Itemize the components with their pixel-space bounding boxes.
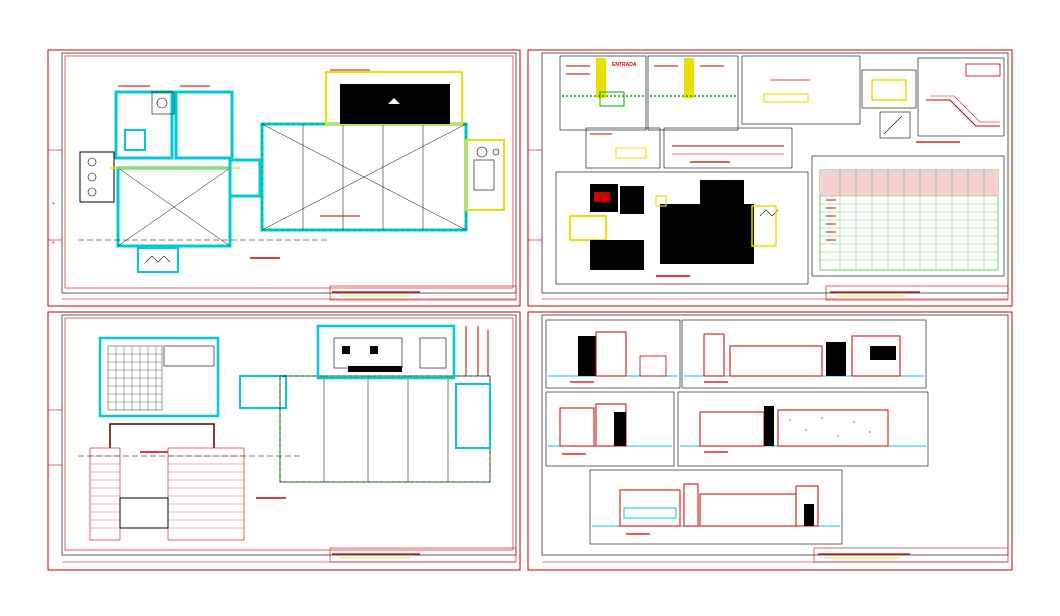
sheet-details: ENTRADA	[527, 49, 1013, 307]
sheet-first-floor-plan	[47, 311, 521, 571]
sheet-elevations	[527, 311, 1013, 571]
svg-text:+: +	[52, 201, 55, 207]
svg-text:+: +	[52, 240, 55, 246]
detail-heading: ENTRADA	[612, 62, 637, 68]
schedule-table	[820, 170, 998, 270]
sheet-ground-floor-plan: + +	[47, 49, 521, 307]
